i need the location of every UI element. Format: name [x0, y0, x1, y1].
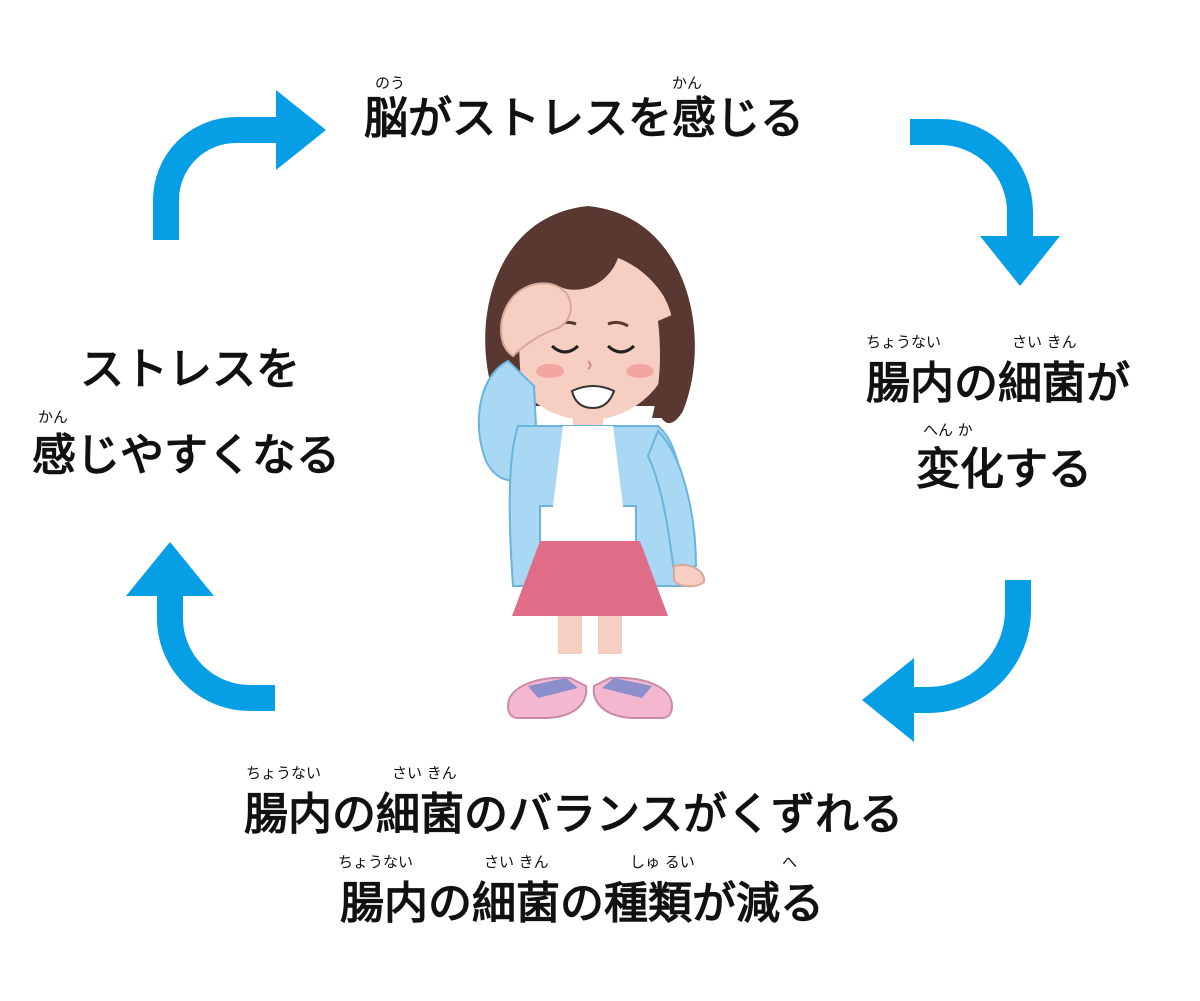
bottom-ruby1-chounai: ちょうない — [246, 764, 322, 782]
bottom-label-line1: 腸内の細菌のバランスがくずれる — [244, 789, 904, 840]
bottom-label-line2: 腸内の細菌の種類が減る — [340, 878, 824, 929]
stressed-girl-icon — [477, 206, 706, 719]
arrow-bottom-right-icon — [862, 580, 1031, 742]
left-label-line1: ストレスを — [80, 344, 300, 395]
left-ruby-kan: かん — [38, 408, 69, 426]
arrow-bottom-left-icon — [126, 542, 275, 711]
bottom-ruby1-saikin: さい きん — [392, 764, 457, 782]
top-ruby-nou: のう — [375, 74, 406, 92]
bottom-ruby2-saikin: さい きん — [484, 853, 549, 871]
arrow-top-right-icon — [910, 119, 1060, 286]
left-label-line2: 感じやすくなる — [32, 430, 340, 481]
right-ruby-saikin: さい きん — [1012, 333, 1077, 351]
bottom-ruby2-chounai: ちょうない — [338, 853, 414, 871]
arrow-top-left-icon — [153, 90, 326, 240]
right-ruby-henka: へん か — [923, 421, 973, 439]
bottom-ruby2-he: へ — [782, 853, 798, 871]
top-label: 脳がストレスを感じる — [364, 93, 804, 144]
top-ruby-kan: かん — [672, 74, 703, 92]
right-label-line1: 腸内の細菌が — [866, 358, 1130, 409]
bottom-ruby2-shurui: しゅ るい — [630, 853, 695, 871]
right-label-line2: 変化する — [916, 444, 1092, 495]
right-ruby-chounai: ちょうない — [866, 333, 942, 351]
